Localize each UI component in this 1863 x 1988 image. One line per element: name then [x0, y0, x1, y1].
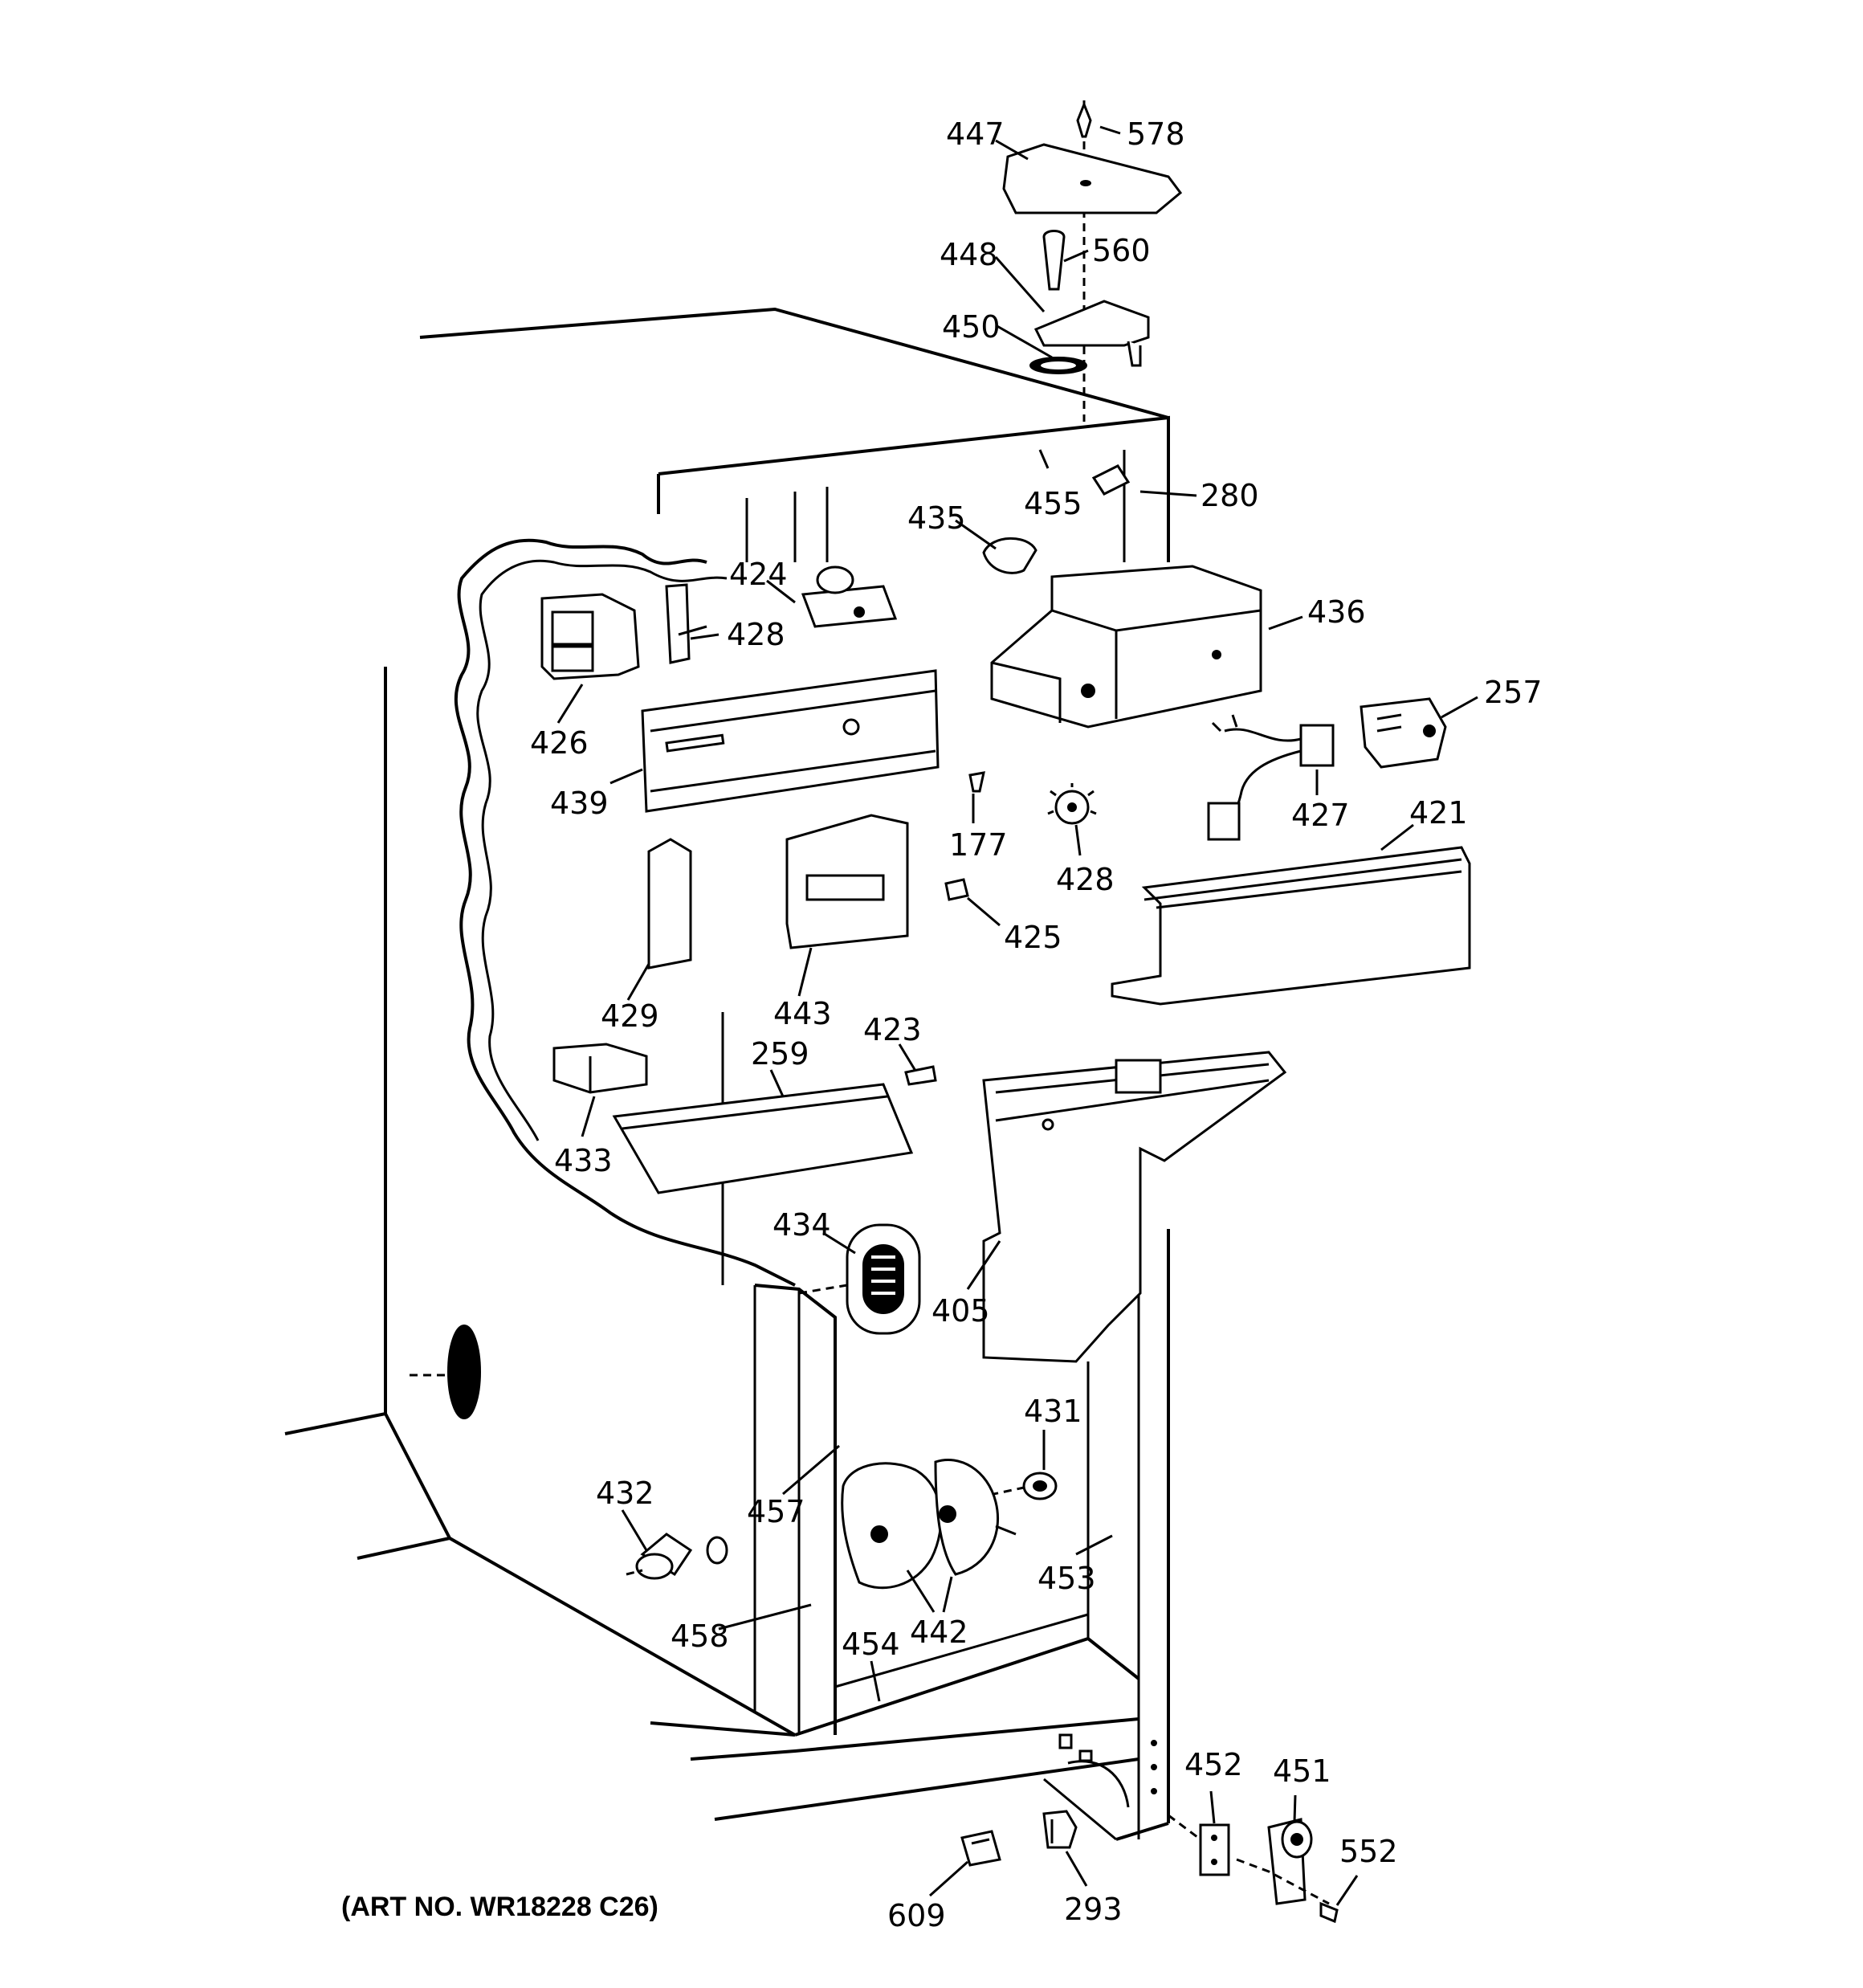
part-432 [626, 1533, 728, 1580]
callout-405: 405 [932, 1293, 990, 1329]
callout-578: 578 [1127, 116, 1185, 152]
callout-609: 609 [887, 1898, 946, 1933]
callout-435: 435 [907, 500, 966, 536]
callout-434: 434 [773, 1207, 831, 1243]
callout-457: 457 [747, 1494, 805, 1529]
part-405-duct [982, 1051, 1287, 1363]
callout-labels: 578 447 560 448 450 280 455 435 424 428 … [530, 116, 1543, 1933]
part-425 [944, 878, 969, 901]
callout-443: 443 [773, 996, 832, 1031]
callout-458: 458 [671, 1619, 729, 1654]
callout-425: 425 [1004, 920, 1062, 955]
part-428-bracket [665, 583, 707, 664]
part-552-screw [1319, 1901, 1339, 1924]
callout-453: 453 [1037, 1561, 1096, 1596]
side-vent [447, 1325, 481, 1419]
part-439 [641, 669, 940, 813]
part-451-hinge [1236, 1818, 1330, 1905]
callout-423: 423 [863, 1012, 922, 1047]
callout-177: 177 [949, 827, 1008, 863]
callout-427: 427 [1291, 798, 1350, 833]
callout-257: 257 [1484, 675, 1543, 710]
part-609 [960, 1830, 1001, 1867]
callout-448: 448 [940, 237, 998, 272]
part-423 [904, 1065, 937, 1086]
top-hinge-assembly [1002, 100, 1183, 422]
part-429 [647, 838, 692, 970]
callout-454: 454 [842, 1627, 900, 1662]
callout-421: 421 [1409, 795, 1468, 831]
part-443 [785, 814, 909, 949]
callout-552: 552 [1339, 1834, 1398, 1869]
callout-560: 560 [1092, 233, 1151, 268]
callout-451: 451 [1273, 1753, 1331, 1789]
callout-428-upper: 428 [727, 617, 785, 652]
part-426 [540, 593, 640, 680]
callout-439: 439 [550, 786, 609, 821]
part-293 [1042, 1810, 1078, 1849]
art-number: (ART NO. WR18228 C26) [341, 1892, 658, 1922]
part-280 [1091, 464, 1131, 496]
callout-436: 436 [1307, 594, 1366, 630]
part-421 [1111, 846, 1471, 1006]
part-434 [798, 1223, 921, 1335]
part-435 [982, 537, 1037, 574]
callout-259: 259 [751, 1036, 809, 1072]
part-424 [801, 565, 898, 628]
callout-455: 455 [1024, 486, 1082, 521]
callout-424: 424 [729, 557, 788, 592]
part-433 [552, 1043, 648, 1094]
callout-450: 450 [942, 309, 1001, 345]
part-436-housing [990, 565, 1262, 729]
callout-452: 452 [1184, 1747, 1243, 1782]
part-257-timer [1360, 697, 1447, 769]
part-442-damper [841, 1458, 1017, 1590]
callout-442: 442 [910, 1614, 968, 1650]
part-428-gear [1047, 783, 1097, 825]
leader-lines [556, 125, 1478, 1906]
callout-280: 280 [1201, 478, 1259, 513]
callout-432: 432 [596, 1476, 654, 1511]
callout-293: 293 [1064, 1892, 1123, 1927]
callout-433: 433 [554, 1143, 613, 1178]
callout-428-gear: 428 [1056, 862, 1115, 897]
part-452 [1168, 1814, 1230, 1876]
callout-429: 429 [601, 998, 659, 1034]
part-427-harness [1207, 714, 1335, 841]
callout-447: 447 [946, 116, 1005, 152]
callout-431: 431 [1024, 1394, 1082, 1429]
part-259 [612, 1083, 914, 1194]
part-177-screw [968, 771, 985, 793]
callout-426: 426 [530, 725, 589, 761]
